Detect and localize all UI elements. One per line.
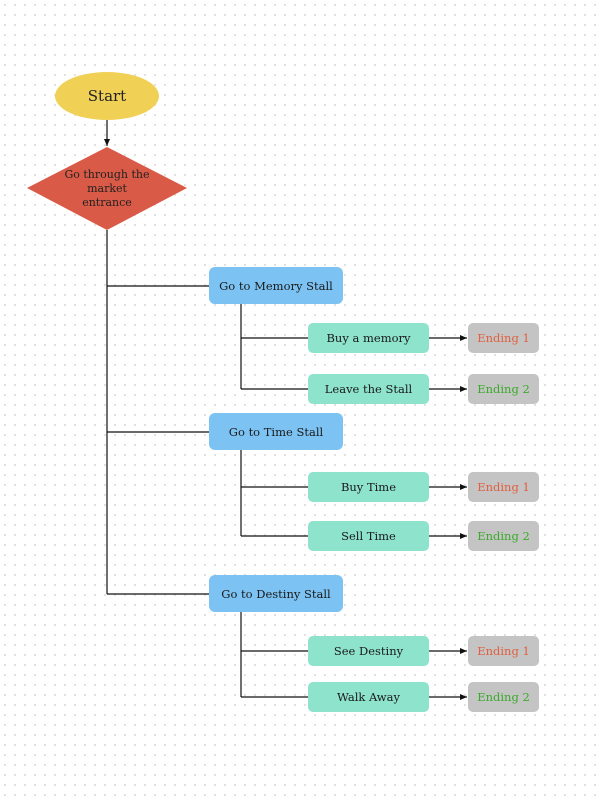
time-choice-1-node: Buy Time xyxy=(308,472,429,502)
time-ending-1-node: Ending 1 xyxy=(468,472,539,502)
decision-node: Go through the market entrance xyxy=(27,147,187,230)
time-stall-label: Go to Time Stall xyxy=(228,424,324,439)
start-label: Start xyxy=(87,87,127,105)
time-choice-2-node: Sell Time xyxy=(308,521,429,551)
destiny-stall-label: Go to Destiny Stall xyxy=(221,586,331,601)
memory-choice-1-node: Buy a memory xyxy=(308,323,429,353)
memory-ending-1-node: Ending 1 xyxy=(468,323,539,353)
memory-ending-2-node: Ending 2 xyxy=(468,374,539,404)
destiny-stall-node: Go to Destiny Stall xyxy=(209,575,343,612)
destiny-choice-2-node: Walk Away xyxy=(308,682,429,712)
memory-choice-2-label: Leave the Stall xyxy=(324,382,413,396)
time-ending-2-label: Ending 2 xyxy=(477,529,530,543)
destiny-choice-2-label: Walk Away xyxy=(337,690,400,704)
destiny-ending-2-node: Ending 2 xyxy=(468,682,539,712)
decision-diamond xyxy=(27,147,187,230)
memory-choice-1-label: Buy a memory xyxy=(326,331,411,345)
time-stall-node: Go to Time Stall xyxy=(209,413,343,450)
decision-label: Go through the market entrance xyxy=(64,167,150,209)
memory-stall-label: Go to Memory Stall xyxy=(219,278,333,293)
memory-ending-1-label: Ending 1 xyxy=(477,331,530,345)
memory-ending-2-label: Ending 2 xyxy=(477,382,530,396)
time-choice-2-label: Sell Time xyxy=(341,529,396,543)
time-ending-2-node: Ending 2 xyxy=(468,521,539,551)
memory-choice-2-node: Leave the Stall xyxy=(308,374,429,404)
destiny-ending-1-label: Ending 1 xyxy=(477,644,530,658)
memory-stall-node: Go to Memory Stall xyxy=(209,267,343,304)
destiny-choice-1-node: See Destiny xyxy=(308,636,429,666)
time-ending-1-label: Ending 1 xyxy=(477,480,530,494)
start-node: Start xyxy=(55,72,159,120)
destiny-ending-2-label: Ending 2 xyxy=(477,690,530,704)
destiny-choice-1-label: See Destiny xyxy=(333,644,404,658)
time-choice-1-label: Buy Time xyxy=(340,480,397,494)
destiny-ending-1-node: Ending 1 xyxy=(468,636,539,666)
